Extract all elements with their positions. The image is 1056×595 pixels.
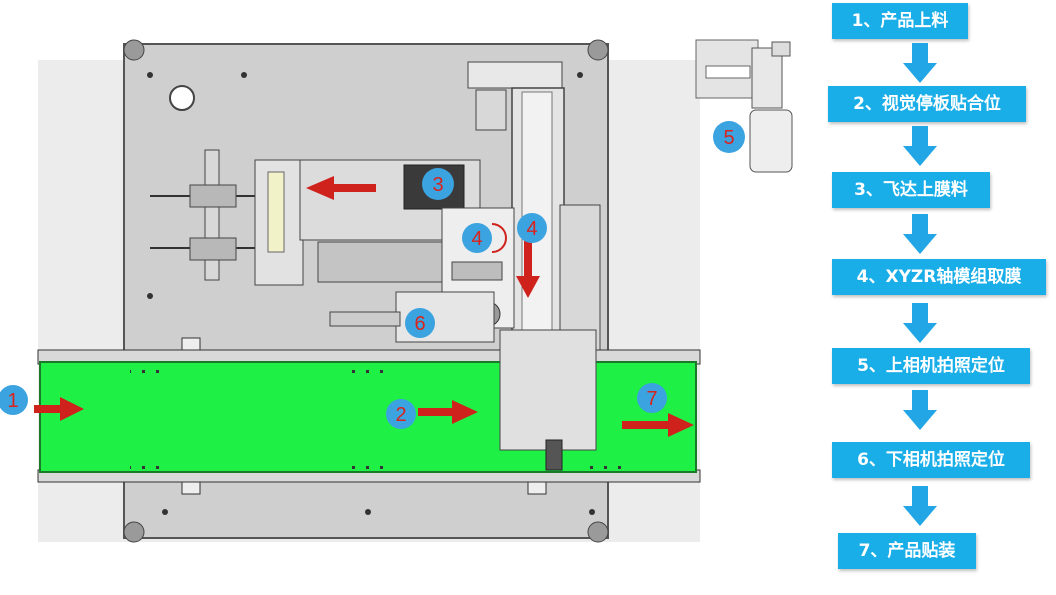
marker-5: 5 [713,121,745,153]
flow-step-4: 4、XYZR轴模组取膜 [832,259,1046,295]
marker-4b-label: 4 [526,218,537,240]
red-right-arrow-icon [418,400,478,424]
down-arrow-icon [903,214,937,254]
flow-step-6: 6、下相机拍照定位 [832,442,1030,478]
marker-5-label: 5 [723,127,734,149]
red-right-arrow-icon [34,397,84,421]
red-arrows [34,176,694,437]
marker-4-down: 4 [517,213,547,243]
marker-4a-label: 4 [471,228,482,250]
marker-1-label: 1 [7,390,18,412]
marker-3-label: 3 [432,174,443,196]
gantry-carriage [499,329,597,451]
down-arrow-icon [903,43,937,83]
flow-step-1: 1、产品上料 [832,3,968,39]
plate-hole [169,85,195,111]
down-arrow-icon [903,390,937,430]
corner-foot [123,39,145,61]
marker-7: 7 [637,383,667,413]
marker-2: 2 [386,399,416,429]
corner-foot [587,521,609,543]
rotate-arrow-icon [491,223,507,253]
red-right-arrow-icon [622,413,694,437]
marker-6-label: 6 [414,313,425,335]
marker-2-label: 2 [395,404,406,426]
down-arrow-icon [903,303,937,343]
corner-foot [587,39,609,61]
red-left-arrow-icon [306,176,376,200]
marker-3: 3 [422,168,454,200]
flow-step-7: 7、产品贴装 [838,533,976,569]
flow-step-2: 2、视觉停板贴合位 [828,86,1026,122]
flow-step-3: 3、飞达上膜料 [832,172,990,208]
red-down-arrow-icon [516,240,540,298]
marker-1: 1 [0,385,28,415]
upper-camera [695,39,793,173]
flow-step-5: 5、上相机拍照定位 [832,348,1030,384]
marker-4-rotation: 4 [462,223,492,253]
conveyor [37,337,701,495]
marker-7-label: 7 [646,388,657,410]
conveyor-belt [39,361,697,473]
marker-6: 6 [405,308,435,338]
down-arrow-icon [903,126,937,166]
down-arrow-icon [903,486,937,526]
corner-foot [123,521,145,543]
